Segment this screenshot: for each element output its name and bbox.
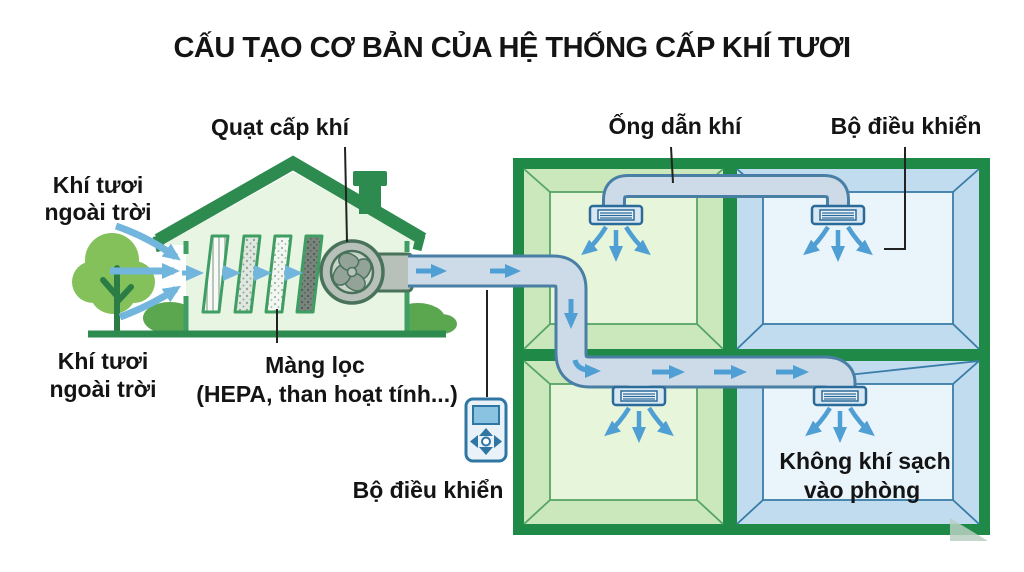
label-fresh-air-top-line1: Khí tươi <box>53 172 144 198</box>
diffusers <box>581 204 875 443</box>
label-filter-line2: (HEPA, than hoạt tính...) <box>196 381 458 407</box>
label-filter-line1: Màng lọc <box>265 352 365 378</box>
ceiling-diffuser-icon <box>588 204 644 226</box>
label-fresh-air-top-line2: ngoài trời <box>44 199 151 225</box>
centrifugal-fan-icon <box>319 239 414 305</box>
ceiling-diffuser-icon <box>812 385 868 407</box>
page-title: CẤU TẠO CƠ BẢN CỦA HỆ THỐNG CẤP KHÍ TƯƠI <box>173 30 850 64</box>
leader-lines <box>276 146 906 343</box>
label-clean-air-line1: Không khí sạch <box>779 448 950 474</box>
label-clean-air-line2: vào phòng <box>804 477 920 503</box>
tree-icon <box>72 233 155 335</box>
ceiling-diffuser-icon <box>810 204 866 226</box>
label-supply-fan: Quạt cấp khí <box>211 114 351 140</box>
intake-air-arrows <box>110 222 182 321</box>
corner-watermark-arrow <box>950 518 988 541</box>
label-fresh-air-bottom-line1: Khí tươi <box>58 348 149 374</box>
controller-dpad <box>470 428 502 455</box>
house-fill <box>162 172 424 331</box>
duct-flow-arrows <box>416 264 809 379</box>
label-controller-bottom: Bộ điều khiển <box>353 477 504 503</box>
label-air-duct: Ống dẫn khí <box>609 112 744 139</box>
label-fresh-air-bottom-line2: ngoài trời <box>49 376 156 402</box>
remote-controller-icon <box>464 290 508 463</box>
filter-stack-icon <box>201 234 324 314</box>
diffuser-air-arrows <box>581 225 875 443</box>
roof <box>154 155 427 246</box>
ceiling-diffuser-icon <box>611 385 667 407</box>
controller-screen <box>472 405 500 425</box>
label-controller-top: Bộ điều khiển <box>831 113 982 139</box>
outdoor-scene <box>72 155 457 338</box>
